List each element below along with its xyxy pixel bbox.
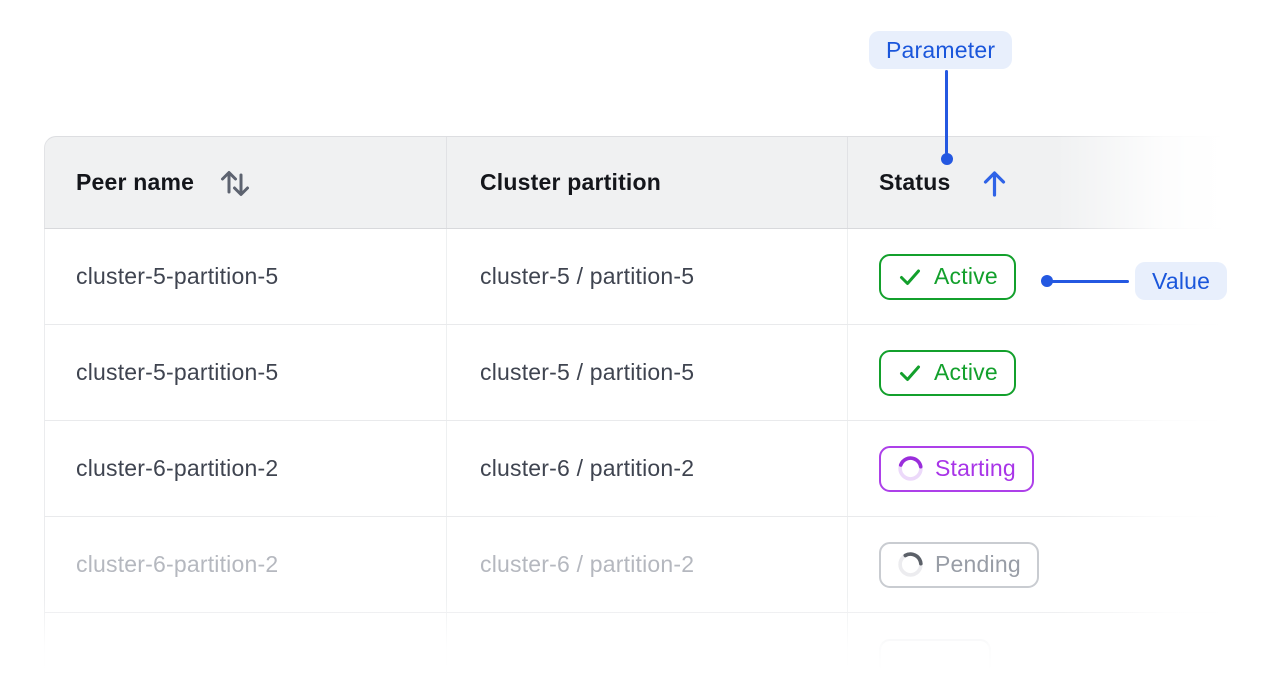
cluster-partition-cell: cluster-6 / partition-2: [447, 517, 848, 612]
status-cell: Starting: [848, 421, 1272, 516]
peer-name-cell: cluster-5-partition-5: [45, 325, 447, 420]
status-badge-starting: Starting: [879, 445, 1034, 492]
peer-name-cell: cluster-6-partition-2: [45, 421, 447, 516]
status-cell: [848, 613, 1272, 688]
parameter-callout-label: Parameter: [886, 36, 996, 63]
table-row: cluster-6-partition-2 cluster-6 / partit…: [44, 517, 1272, 613]
cluster-partition-cell: cluster-5 / partition-5: [447, 325, 848, 420]
parameter-callout-pill: Parameter: [869, 31, 1013, 69]
sort-up-down-icon: [219, 163, 251, 203]
status-badge-label: Active: [934, 359, 998, 385]
check-icon: [897, 264, 923, 290]
peer-name-cell: cluster-5-partition-5: [45, 229, 447, 324]
status-badge-pending: Pending: [879, 541, 1039, 588]
spinner-icon: [897, 551, 924, 578]
spinner-icon: [897, 455, 924, 482]
table-row: cluster-5-partition-5 cluster-5 / partit…: [44, 325, 1272, 421]
status-badge-label: Starting: [935, 455, 1016, 481]
value-callout-pill: Value: [1135, 262, 1228, 300]
table-header-row: Peer name Cluster partition Status: [44, 136, 1272, 229]
status-cell: Pending: [848, 517, 1272, 612]
column-header-label: Status: [879, 169, 951, 195]
peers-table: Peer name Cluster partition Status: [44, 136, 1272, 688]
check-icon: [897, 360, 923, 386]
value-connector-line: [1051, 280, 1129, 283]
cluster-partition-cell: cluster-5 / partition-5: [447, 229, 848, 324]
status-badge-label: Active: [934, 263, 998, 289]
sort-ascending-icon: [979, 166, 1010, 199]
status-badge-partial: [879, 639, 991, 685]
peer-name-cell: [45, 613, 447, 688]
cluster-partition-cell: [447, 613, 848, 688]
status-cell: Active: [848, 325, 1272, 420]
parameter-connector-line: [945, 70, 948, 154]
cluster-partition-cell: cluster-6 / partition-2: [447, 421, 848, 516]
column-header-status[interactable]: Status: [848, 137, 1272, 228]
peer-name-cell: cluster-6-partition-2: [45, 517, 447, 612]
column-header-cluster-partition[interactable]: Cluster partition: [447, 137, 848, 228]
parameter-connector-dot: [941, 153, 953, 165]
value-connector-dot: [1041, 275, 1053, 287]
column-header-label: Cluster partition: [480, 169, 662, 195]
status-badge-active: Active: [879, 349, 1016, 396]
table-row: cluster-5-partition-5 cluster-5 / partit…: [44, 229, 1272, 325]
column-header-peer-name[interactable]: Peer name: [45, 137, 447, 228]
table-row: cluster-6-partition-2 cluster-6 / partit…: [44, 421, 1272, 517]
table-row: [44, 613, 1272, 688]
status-cell: Active: [848, 229, 1272, 324]
status-badge-label: Pending: [935, 551, 1021, 577]
status-badge-active: Active: [879, 253, 1016, 300]
value-callout-label: Value: [1152, 267, 1211, 294]
column-header-label: Peer name: [76, 169, 195, 195]
